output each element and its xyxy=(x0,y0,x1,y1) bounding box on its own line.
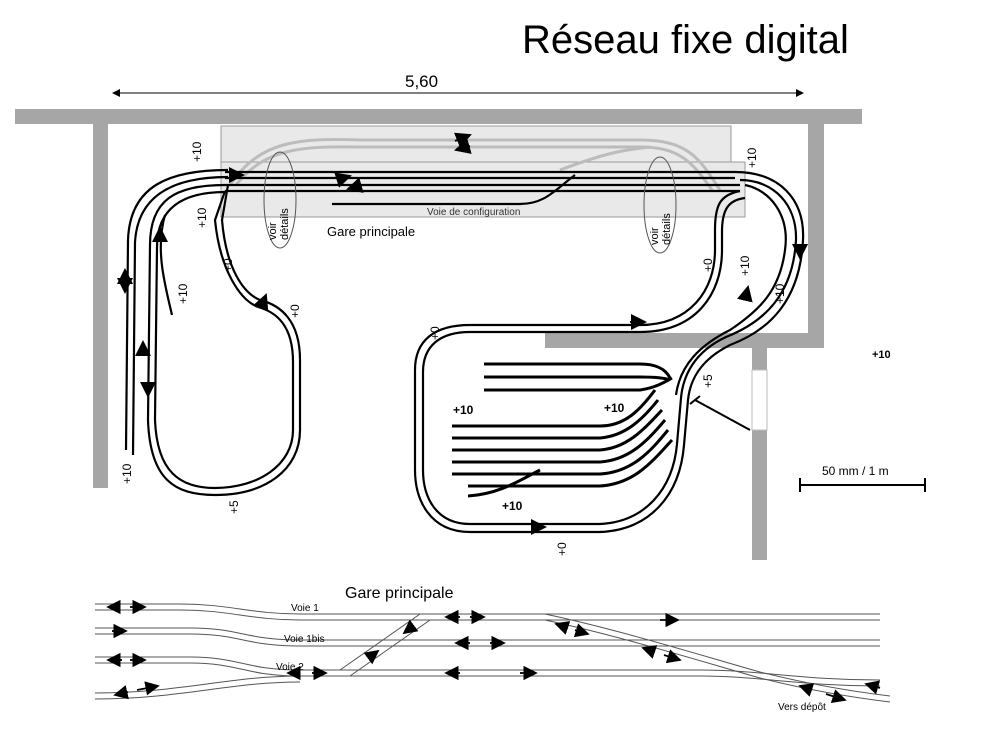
dimension-line: 5,60 xyxy=(112,72,804,97)
upper-grey-track xyxy=(228,138,722,191)
elevation-label: +0 xyxy=(428,326,442,340)
track-label-voie-1bis: Voie 1bis xyxy=(284,634,325,645)
elevation-label: +0 xyxy=(701,258,715,272)
dimension-label: 5,60 xyxy=(405,72,438,91)
elevation-label: +5 xyxy=(227,500,241,514)
elevation-label: +10 xyxy=(872,349,891,361)
elevation-label: +10 xyxy=(502,499,523,513)
exit-label: Vers dépôt xyxy=(778,702,826,713)
config-track-label: Voie de configuration xyxy=(427,207,520,218)
elevation-label: +10 xyxy=(120,463,134,484)
main-track xyxy=(124,168,805,534)
elevation-label: +5 xyxy=(701,374,715,388)
elevation-label: +10 xyxy=(195,207,209,228)
elevation-label: +10 xyxy=(738,255,752,276)
scale-label: 50 mm / 1 m xyxy=(822,464,889,478)
scale-bar: 50 mm / 1 m xyxy=(799,464,926,492)
elevation-label: +10 xyxy=(190,141,204,162)
elevation-label: +10 xyxy=(176,283,190,304)
detail-callout-right[interactable]: voir détails xyxy=(643,156,677,254)
elevation-label: +10 xyxy=(453,403,474,417)
detail-callout-left[interactable]: voir détails xyxy=(263,151,297,249)
elevation-label: +0 xyxy=(288,304,302,318)
page-title: Réseau fixe digital xyxy=(522,18,849,62)
elevation-label: +10 xyxy=(604,401,625,415)
elevation-label: +10 xyxy=(745,147,759,168)
detail-label-right-1: voir xyxy=(649,227,661,245)
elevation-label: +0 xyxy=(555,542,569,556)
station-detail-diagram: Gare principale xyxy=(94,585,891,713)
station-label: Gare principale xyxy=(327,224,415,239)
depot-yard-tracks xyxy=(452,362,674,498)
elevation-label: +0 xyxy=(221,258,235,272)
direction-arrows xyxy=(117,132,808,535)
track-label-voie-1: Voie 1 xyxy=(291,603,319,614)
elevation-labels: +10 +10 +10 +10 +10 +0 +0 +5 +10 +0 +10 … xyxy=(120,141,891,556)
elevation-label: +10 xyxy=(773,283,787,304)
detail-diagram-title: Gare principale xyxy=(345,585,454,602)
detail-label-left-2: détails xyxy=(279,208,291,240)
room-walls xyxy=(15,109,862,560)
detail-label-right-2: détails xyxy=(661,213,673,245)
track-label-voie-2: Voie 2 xyxy=(276,662,304,673)
detail-label-left-1: voir xyxy=(267,222,279,240)
